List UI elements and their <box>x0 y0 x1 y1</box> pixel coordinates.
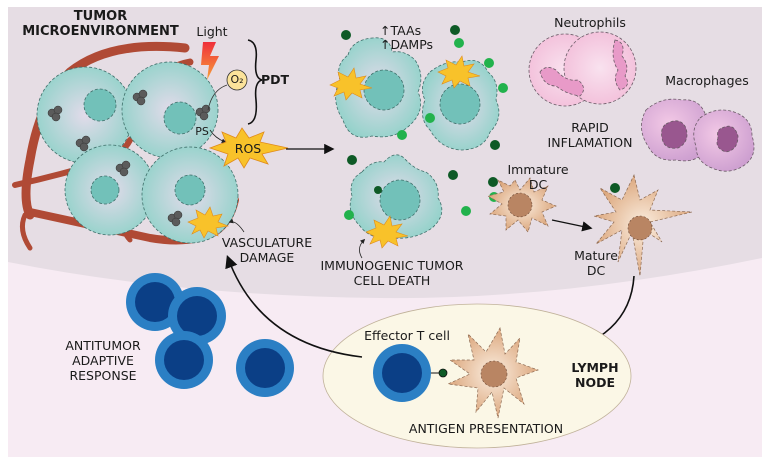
label-line: NODE <box>574 375 615 390</box>
ps-to-oxygen-line <box>207 84 228 111</box>
label-line: RAPID <box>571 120 609 135</box>
antigen-presentation-label: ANTIGEN PRESENTATION <box>408 421 564 436</box>
icd-burst-icon-1 <box>329 67 373 101</box>
effector-t-cell-label: Effector T cell <box>364 328 450 343</box>
ros-burst-icon <box>208 127 289 169</box>
oxygen-label: O₂ <box>230 73 244 86</box>
vasculature-pointer <box>228 218 245 233</box>
immature-dendritic-cell <box>487 177 557 233</box>
title-line: TUMOR <box>73 9 128 24</box>
label-line: CELL DEATH <box>353 273 431 288</box>
antitumor-adaptive-response-label: ANTITUMOR ADAPTIVE RESPONSE <box>58 338 148 383</box>
maturation-arrow <box>551 219 593 232</box>
dying-tumor-cells <box>335 37 500 239</box>
label-line: Immature <box>507 162 569 177</box>
icd-burst-icon-2 <box>437 55 481 89</box>
lymph-node-label: LYMPH NODE <box>560 360 630 390</box>
label-line: INFLAMATION <box>547 135 633 150</box>
macrophages <box>641 98 755 172</box>
pdt-label: PDT <box>260 72 290 87</box>
antigen-presenting-dendritic-cell <box>446 327 540 419</box>
label-line: DC <box>586 263 606 278</box>
pdt-brace <box>247 39 263 125</box>
ros-label: ROS <box>234 141 262 156</box>
effector-t-cell <box>373 344 431 402</box>
mature-dendritic-cell <box>593 173 693 277</box>
oxygen-icon <box>226 69 248 91</box>
t-cell-to-tumor-arrow <box>225 254 363 358</box>
taa-markers <box>341 25 620 194</box>
antigen-marker <box>438 368 448 378</box>
photosensitizer-label: PS <box>195 125 209 138</box>
light-label: Light <box>196 24 228 39</box>
antitumor-t-cells <box>126 273 294 397</box>
icd-pointer <box>359 238 366 259</box>
macrophages-label: Macrophages <box>665 73 749 88</box>
rapid-inflammation-label: RAPID INFLAMATION <box>530 120 650 150</box>
icd-burst-icon-3 <box>365 215 409 249</box>
label-line: IMMUNOGENIC TUMOR <box>320 258 464 273</box>
neutrophils-label: Neutrophils <box>554 15 626 30</box>
ps-to-ros-arrow <box>209 129 227 144</box>
mature-dc-label: Mature DC <box>564 248 628 278</box>
neutrophils <box>528 31 637 107</box>
label-line: ADAPTIVE <box>72 353 134 368</box>
damp-markers <box>344 38 508 220</box>
light-bolt-icon <box>201 42 219 80</box>
immunogenic-cell-death-label: IMMUNOGENIC TUMOR CELL DEATH <box>312 258 472 288</box>
label-line: VASCULATURE <box>221 235 313 250</box>
label-line: ANTITUMOR <box>65 338 141 353</box>
label-line: DAMAGE <box>239 250 295 265</box>
tumor-cell-cluster <box>36 61 239 244</box>
tumor-microenvironment-title: TUMOR MICROENVIRONMENT <box>18 9 183 39</box>
label-line: LYMPH <box>571 360 619 375</box>
photosensitizer-clusters <box>47 89 211 227</box>
label-line: DC <box>528 177 548 192</box>
taas-label: ↑TAAs <box>380 23 422 38</box>
label-line: Mature <box>574 248 618 263</box>
vasculature-damage-label: VASCULATURE DAMAGE <box>212 235 322 265</box>
label-line: RESPONSE <box>69 368 137 383</box>
damps-label: ↑DAMPs <box>380 37 434 52</box>
immature-dc-label: Immature DC <box>488 162 588 192</box>
title-line: MICROENVIRONMENT <box>22 24 179 39</box>
vasculature-damage-burst-icon <box>187 206 230 239</box>
